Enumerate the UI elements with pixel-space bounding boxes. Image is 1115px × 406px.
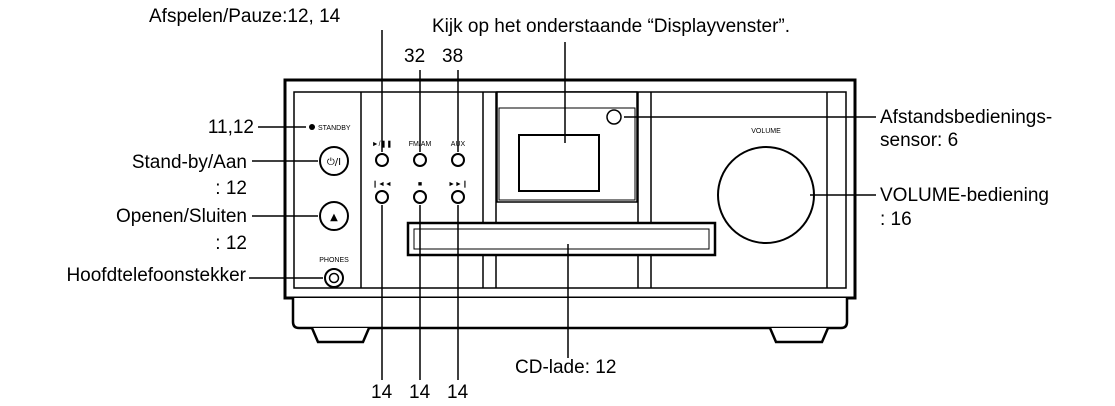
stop-symbol: ■	[418, 181, 422, 188]
remote-sensor	[606, 109, 622, 125]
label-volume: VOLUME-bediening	[880, 185, 1049, 206]
volume-knob[interactable]	[717, 146, 815, 244]
device-base	[291, 298, 849, 330]
power-symbol: ⏻/I	[327, 157, 341, 168]
next-button[interactable]	[451, 190, 465, 204]
label-standby-page: 11,12	[207, 117, 254, 138]
fm-am-button[interactable]	[413, 153, 427, 167]
cd-tray[interactable]	[406, 221, 717, 257]
play-pause-button[interactable]	[375, 153, 389, 167]
eject-symbol: ▲	[330, 212, 338, 223]
label-play-pause: Afspelen/Pauze:12, 14	[149, 6, 341, 27]
label-headphone: Hoofdtelefoonstekker	[66, 265, 246, 286]
cd-tray-inner	[413, 228, 710, 250]
aux-button[interactable]	[451, 153, 465, 167]
label-standby-on-page: : 12	[215, 178, 247, 199]
label-standby-on: Stand-by/Aan	[131, 152, 247, 173]
open-close-button[interactable]	[319, 201, 349, 231]
label-stop-page: 14	[409, 382, 431, 403]
stop-button[interactable]	[413, 190, 427, 204]
prev-symbol: ❙◄◄	[372, 180, 392, 188]
left-foot	[310, 327, 371, 344]
label-next-page: 14	[447, 382, 469, 403]
label-aux-page: 38	[442, 46, 464, 67]
volume-text: VOLUME	[751, 128, 781, 135]
label-remote-sensor-page: sensor: 6	[880, 130, 959, 151]
phones-text: PHONES	[319, 257, 349, 264]
label-display-ref: Kijk op het onderstaande “Displayvenster…	[432, 16, 791, 37]
label-open-close: Openen/Sluiten	[116, 206, 247, 227]
cassette-slot	[498, 107, 636, 201]
label-open-close-page: : 12	[215, 233, 247, 254]
label-volume-page: : 16	[880, 209, 912, 230]
leader-lines	[249, 30, 876, 380]
standby-text: STANDBY	[318, 125, 351, 132]
standby-on-button[interactable]	[319, 146, 349, 176]
next-symbol: ►►❙	[448, 180, 468, 188]
headphone-jack-inner	[328, 272, 340, 284]
label-prev-page: 14	[371, 382, 393, 403]
right-foot	[768, 327, 830, 344]
standby-led	[309, 124, 315, 130]
prev-button[interactable]	[375, 190, 389, 204]
label-fm-am-page: 32	[404, 46, 426, 67]
label-cd-tray: CD-lade: 12	[515, 357, 617, 378]
display-window	[518, 134, 600, 192]
label-remote-sensor: Afstandsbedienings-	[880, 107, 1053, 128]
